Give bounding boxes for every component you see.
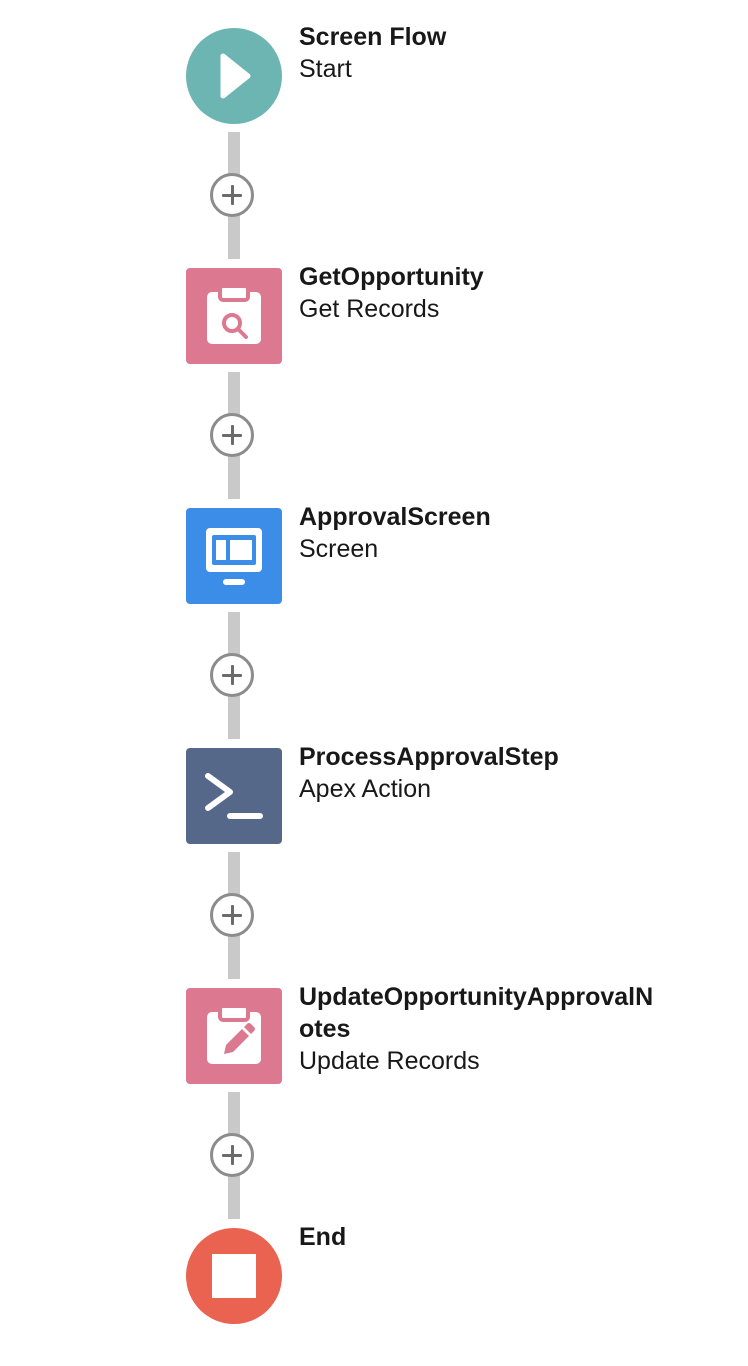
add-element-button[interactable] [210, 173, 254, 217]
add-element-button[interactable] [210, 653, 254, 697]
node-title: ProcessApprovalStep [299, 743, 559, 771]
node-title: Screen Flow [299, 23, 447, 51]
play-icon [186, 28, 282, 124]
terminal-icon [186, 748, 282, 844]
node-subtitle: Apex Action [299, 775, 432, 803]
node-subtitle: Get Records [299, 295, 440, 323]
apex-action-node-label: ProcessApprovalStep Apex Action [299, 741, 739, 805]
get-records-node-label: GetOpportunity Get Records [299, 261, 739, 325]
add-element-button[interactable] [210, 413, 254, 457]
node-title: End [299, 1223, 347, 1251]
end-node-label: End [299, 1221, 739, 1253]
screen-node[interactable] [186, 508, 282, 604]
update-records-node[interactable] [186, 988, 282, 1084]
start-node-label: Screen Flow Start [299, 21, 739, 85]
stop-icon [186, 1228, 282, 1324]
clipboard-edit-icon [186, 988, 282, 1084]
node-title: GetOpportunity [299, 263, 484, 291]
screen-node-label: ApprovalScreen Screen [299, 501, 739, 565]
update-records-node-label: UpdateOpportunityApprovalNotes Update Re… [299, 981, 739, 1077]
monitor-icon [186, 508, 282, 604]
node-title: ApprovalScreen [299, 503, 491, 531]
add-element-button[interactable] [210, 893, 254, 937]
node-subtitle: Screen [299, 535, 379, 563]
clipboard-search-icon [186, 268, 282, 364]
node-title: UpdateOpportunityApprovalNotes [299, 983, 654, 1043]
get-records-node[interactable] [186, 268, 282, 364]
apex-action-node[interactable] [186, 748, 282, 844]
add-element-button[interactable] [210, 1133, 254, 1177]
node-subtitle: Update Records [299, 1047, 480, 1075]
end-node[interactable] [186, 1228, 282, 1324]
node-subtitle: Start [299, 55, 352, 83]
start-node[interactable] [186, 28, 282, 124]
